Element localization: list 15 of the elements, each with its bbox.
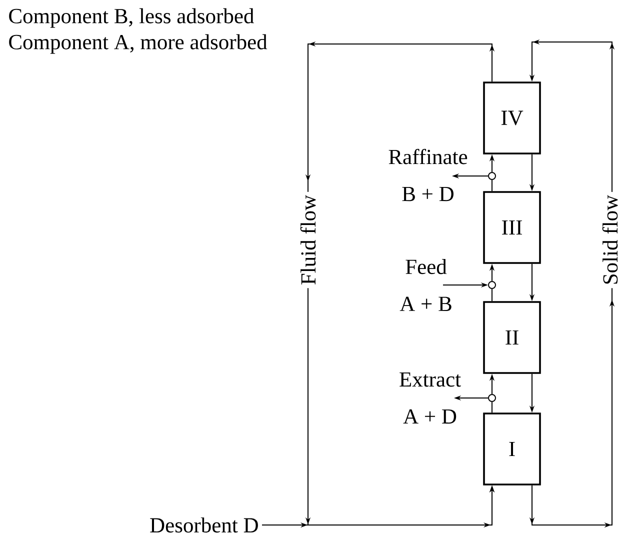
junction-circle: [488, 394, 496, 402]
junction-circle: [488, 281, 496, 289]
text-label: Component A, more adsorbed: [9, 34, 268, 54]
stream-label: Raffinate B + D: [388, 148, 468, 202]
zone-box: II: [483, 301, 541, 374]
zone-box: III: [483, 191, 541, 264]
stream-label: Extract A + D: [400, 372, 461, 424]
text-label: Component B, less adsorbed: [9, 8, 254, 28]
junction-circle: [488, 172, 496, 180]
flow-label: Solid flow: [599, 192, 620, 288]
zone-box: I: [483, 412, 541, 486]
stream-label: Feed A + B: [400, 259, 452, 311]
zone-box: IV: [483, 82, 541, 154]
flow-label: Fluid flow: [297, 192, 319, 288]
source-label: Desorbent D: [150, 517, 258, 533]
